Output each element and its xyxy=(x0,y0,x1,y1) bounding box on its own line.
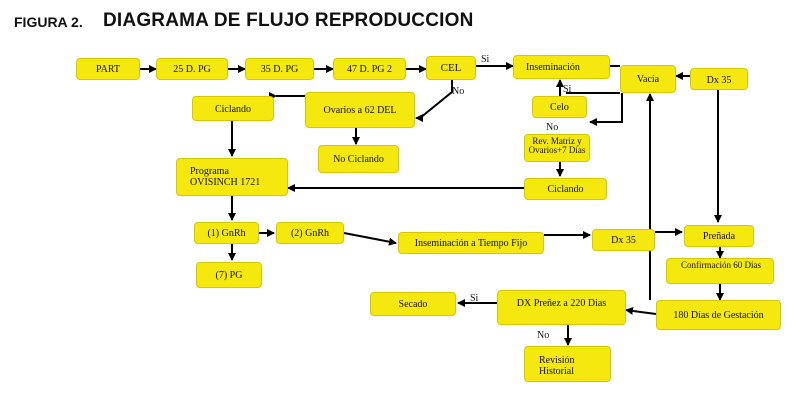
edge-label-si-cel: Si xyxy=(481,54,490,65)
node-ovarios-62: Ovarios a 62 DEL xyxy=(305,92,415,128)
edge-label-no-cel: No xyxy=(452,86,465,97)
node-35d-pg: 35 D. PG xyxy=(245,58,314,80)
node-gnrh2: (2) GnRh xyxy=(276,222,344,244)
edge-label-no-revision: No xyxy=(537,330,550,341)
node-celo: Celo xyxy=(532,96,587,118)
node-gestacion: 180 Días de Gestación xyxy=(656,300,781,330)
node-dx35-top: Dx 35 xyxy=(690,68,748,90)
node-rev-matriz: Rev. Matriz y Ovarios+7 Días xyxy=(524,134,590,162)
arrow-gnrh2-insem xyxy=(343,232,397,246)
node-inseminacion: Inseminación xyxy=(513,55,610,79)
node-gnrh1: (1) GnRh xyxy=(194,222,259,244)
node-dx35-mid: Dx 35 xyxy=(592,229,655,251)
node-vacia: Vacía xyxy=(620,65,676,93)
node-confirmacion: Confirmación 60 Días xyxy=(666,258,774,284)
edge-label-si-secado: Si xyxy=(470,293,479,304)
node-25d-pg: 25 D. PG xyxy=(156,58,228,80)
arrow-cel-ovarios xyxy=(415,80,453,122)
node-cel: CEL xyxy=(426,56,476,80)
node-dx-prenez: DX Preñez a 220 Dias xyxy=(497,290,626,325)
edge-label-si-celo: Si xyxy=(563,84,572,95)
node-part: PART xyxy=(76,58,140,80)
arrow-gestacion-dxprenez xyxy=(625,306,657,315)
node-ciclando-left: Ciclando xyxy=(192,96,274,121)
arrow-vacia-rev xyxy=(589,93,623,126)
edge-label-no-rev: No xyxy=(546,122,559,133)
node-ciclando-mid: Ciclando xyxy=(524,178,607,200)
figure-label: FIGURA 2. xyxy=(14,14,83,30)
node-no-ciclando: No Ciclando xyxy=(318,145,399,173)
node-prenada: Preñada xyxy=(684,225,754,247)
node-pg7: (7) PG xyxy=(196,262,262,288)
node-secado: Secado xyxy=(370,292,456,316)
diagram-title: DIAGRAMA DE FLUJO REPRODUCCION xyxy=(103,10,474,31)
node-insem-tiempo: Inseminación a Tiempo Fijo xyxy=(398,232,544,254)
node-47d-pg2: 47 D. PG 2 xyxy=(333,58,406,80)
